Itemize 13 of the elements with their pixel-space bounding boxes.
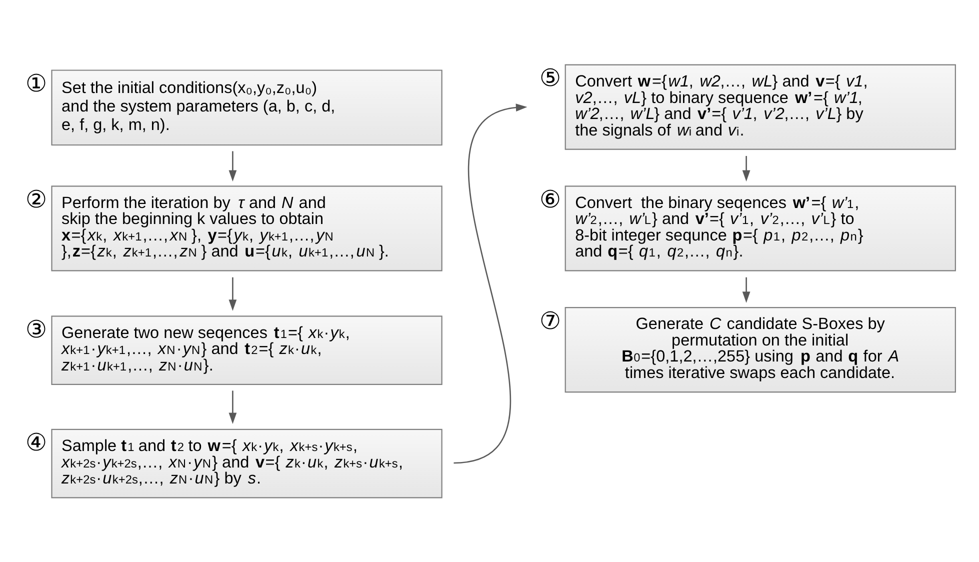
arrow bbox=[228, 390, 237, 424]
node-label: ② bbox=[26, 186, 48, 214]
arrow bbox=[228, 151, 237, 182]
arrow bbox=[742, 277, 750, 303]
node-label: ④ bbox=[26, 430, 48, 457]
arrow bbox=[228, 277, 237, 311]
node-label: ⑦ bbox=[539, 308, 562, 335]
node-label: ③ bbox=[26, 316, 48, 344]
node-label: ⑤ bbox=[539, 65, 562, 92]
node-label: ① bbox=[26, 70, 48, 98]
arrow bbox=[742, 156, 750, 182]
node-label: ⑥ bbox=[539, 186, 562, 214]
arrow bbox=[454, 104, 528, 464]
